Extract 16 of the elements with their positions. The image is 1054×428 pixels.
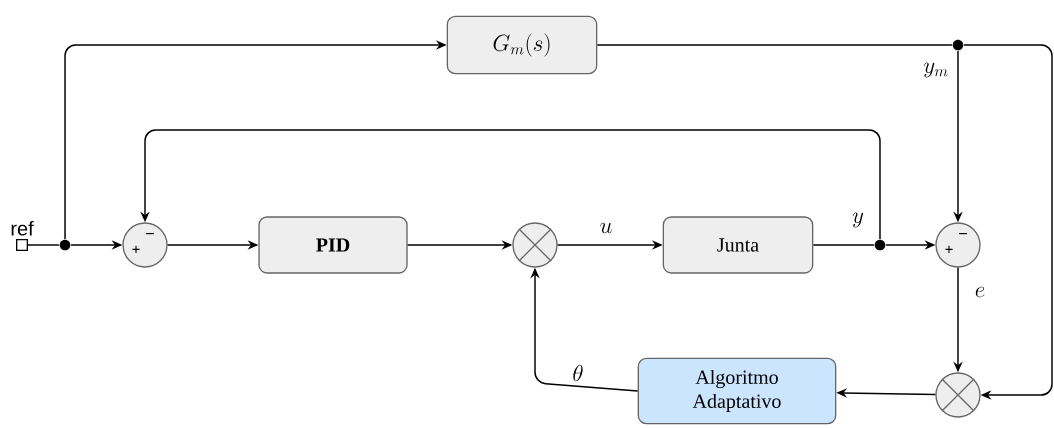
block-box: PID — [258, 216, 408, 274]
node-label: ref — [11, 220, 34, 236]
summing-junction: + − — [935, 222, 981, 268]
block-box: Junta — [662, 216, 814, 274]
edge-label: $u$ — [600, 222, 612, 234]
transfer-function-box: $G_m(s)$ — [446, 15, 598, 75]
edge-label: $\theta$ — [573, 364, 583, 382]
block-box: Algoritmo Adaptativo — [637, 357, 837, 425]
input-terminal: ref — [11, 220, 34, 251]
multiplier-circle — [935, 372, 981, 418]
edge-label: $e$ — [975, 286, 985, 298]
arrow — [963, 44, 1053, 400]
edge-label: $y_m$ — [923, 62, 948, 78]
multiplier-circle — [512, 222, 558, 268]
edge-label: $y$ — [852, 212, 864, 228]
summing-junction: + − — [122, 222, 168, 268]
